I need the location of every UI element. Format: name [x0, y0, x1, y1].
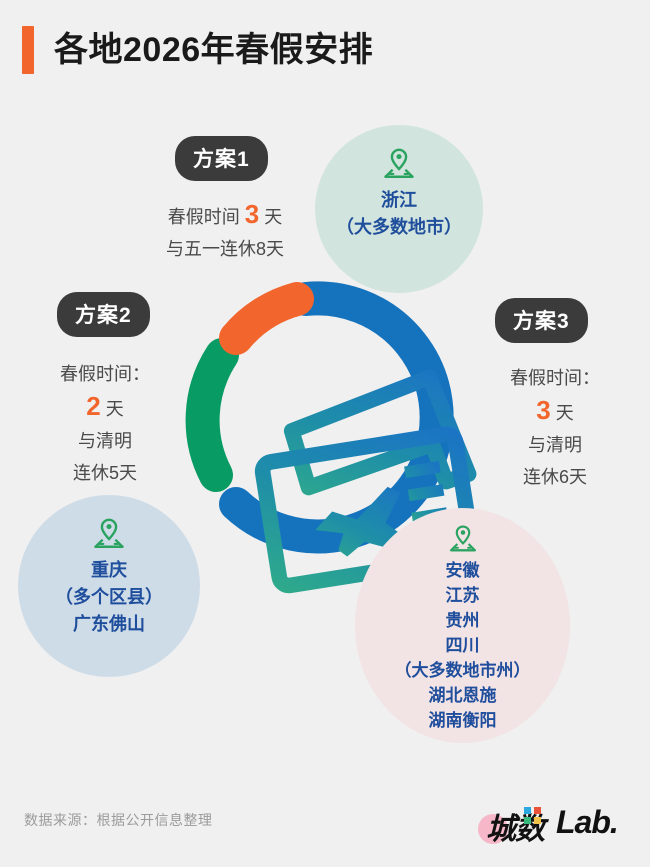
plan-description-1: 春假时间 3 天 与五一连休8天	[130, 198, 320, 265]
brand-logo: 城数 Lab.	[478, 800, 628, 846]
plan-badge-1: 方案1	[175, 136, 268, 181]
region-label: （大多数地市州）	[394, 661, 531, 680]
plan-3-line-4: 连休6天	[522, 467, 587, 487]
region-bubble-zhejiang: 浙江 （大多数地市）	[315, 125, 483, 293]
data-source-note: 数据来源：根据公开信息整理	[24, 812, 213, 828]
logo-pink-dot	[478, 814, 508, 844]
plan-2-unit: 天	[105, 399, 124, 419]
region-label: 贵州	[445, 611, 480, 630]
plan-1-line-2: 与五一连休8天	[165, 239, 284, 259]
region-label: 江苏	[445, 586, 480, 605]
page-header: 各地2026年春假安排	[0, 0, 650, 100]
plan-3-unit: 天	[555, 403, 574, 423]
region-label: 湖南衡阳	[428, 711, 497, 730]
plan-1-days: 3	[244, 199, 260, 229]
plan-badge-3: 方案3	[495, 298, 588, 343]
logo-colored-mark-icon	[524, 807, 541, 824]
region-label: （多个区县）	[55, 587, 163, 607]
title-accent-bar	[22, 26, 34, 74]
logo-lab-text: Lab.	[556, 804, 619, 840]
plan-1-label: 春假时间	[167, 207, 240, 227]
map-pin-icon	[449, 525, 476, 552]
region-label: 湖北恩施	[428, 686, 497, 705]
region-label: （大多数地市）	[336, 217, 462, 237]
region-label: 重庆	[91, 560, 127, 580]
plan-description-2: 春假时间： 2 天 与清明 连休5天	[30, 358, 180, 489]
plan-2-line-2: 2 天	[30, 390, 180, 425]
plan-1-unit: 天	[264, 207, 283, 227]
plan-distribution-donut-chart	[180, 280, 481, 594]
donut-segment-green	[185, 338, 239, 492]
plan-badge-2: 方案2	[57, 292, 150, 337]
map-pin-icon	[384, 148, 414, 178]
map-pin-icon	[94, 518, 124, 548]
plan-2-line-3: 与清明	[78, 431, 132, 451]
plan-3-line-1: 春假时间：	[510, 368, 600, 388]
region-bubble-multi-province: 安徽 江苏 贵州 四川 （大多数地市州） 湖北恩施 湖南衡阳	[355, 508, 570, 743]
region-label: 四川	[445, 636, 480, 655]
region-label: 浙江	[381, 190, 417, 210]
plan-1-line-1: 春假时间 3 天	[130, 198, 320, 233]
donut-segment-orange	[219, 282, 314, 355]
plan-description-3: 春假时间： 3 天 与清明 连休6天	[480, 362, 630, 493]
plan-3-line-3: 与清明	[528, 435, 582, 455]
region-bubble-chongqing: 重庆 （多个区县） 广东佛山	[18, 495, 200, 677]
page-title: 各地2026年春假安排	[54, 31, 374, 69]
plan-2-line-1: 春假时间：	[60, 364, 150, 384]
plan-2-line-4: 连休5天	[72, 463, 137, 483]
region-label: 安徽	[445, 561, 480, 580]
region-label: 广东佛山	[73, 614, 145, 634]
plan-2-days: 2	[86, 391, 101, 421]
plan-3-days: 3	[536, 395, 551, 425]
plan-3-line-2: 3 天	[480, 394, 630, 429]
